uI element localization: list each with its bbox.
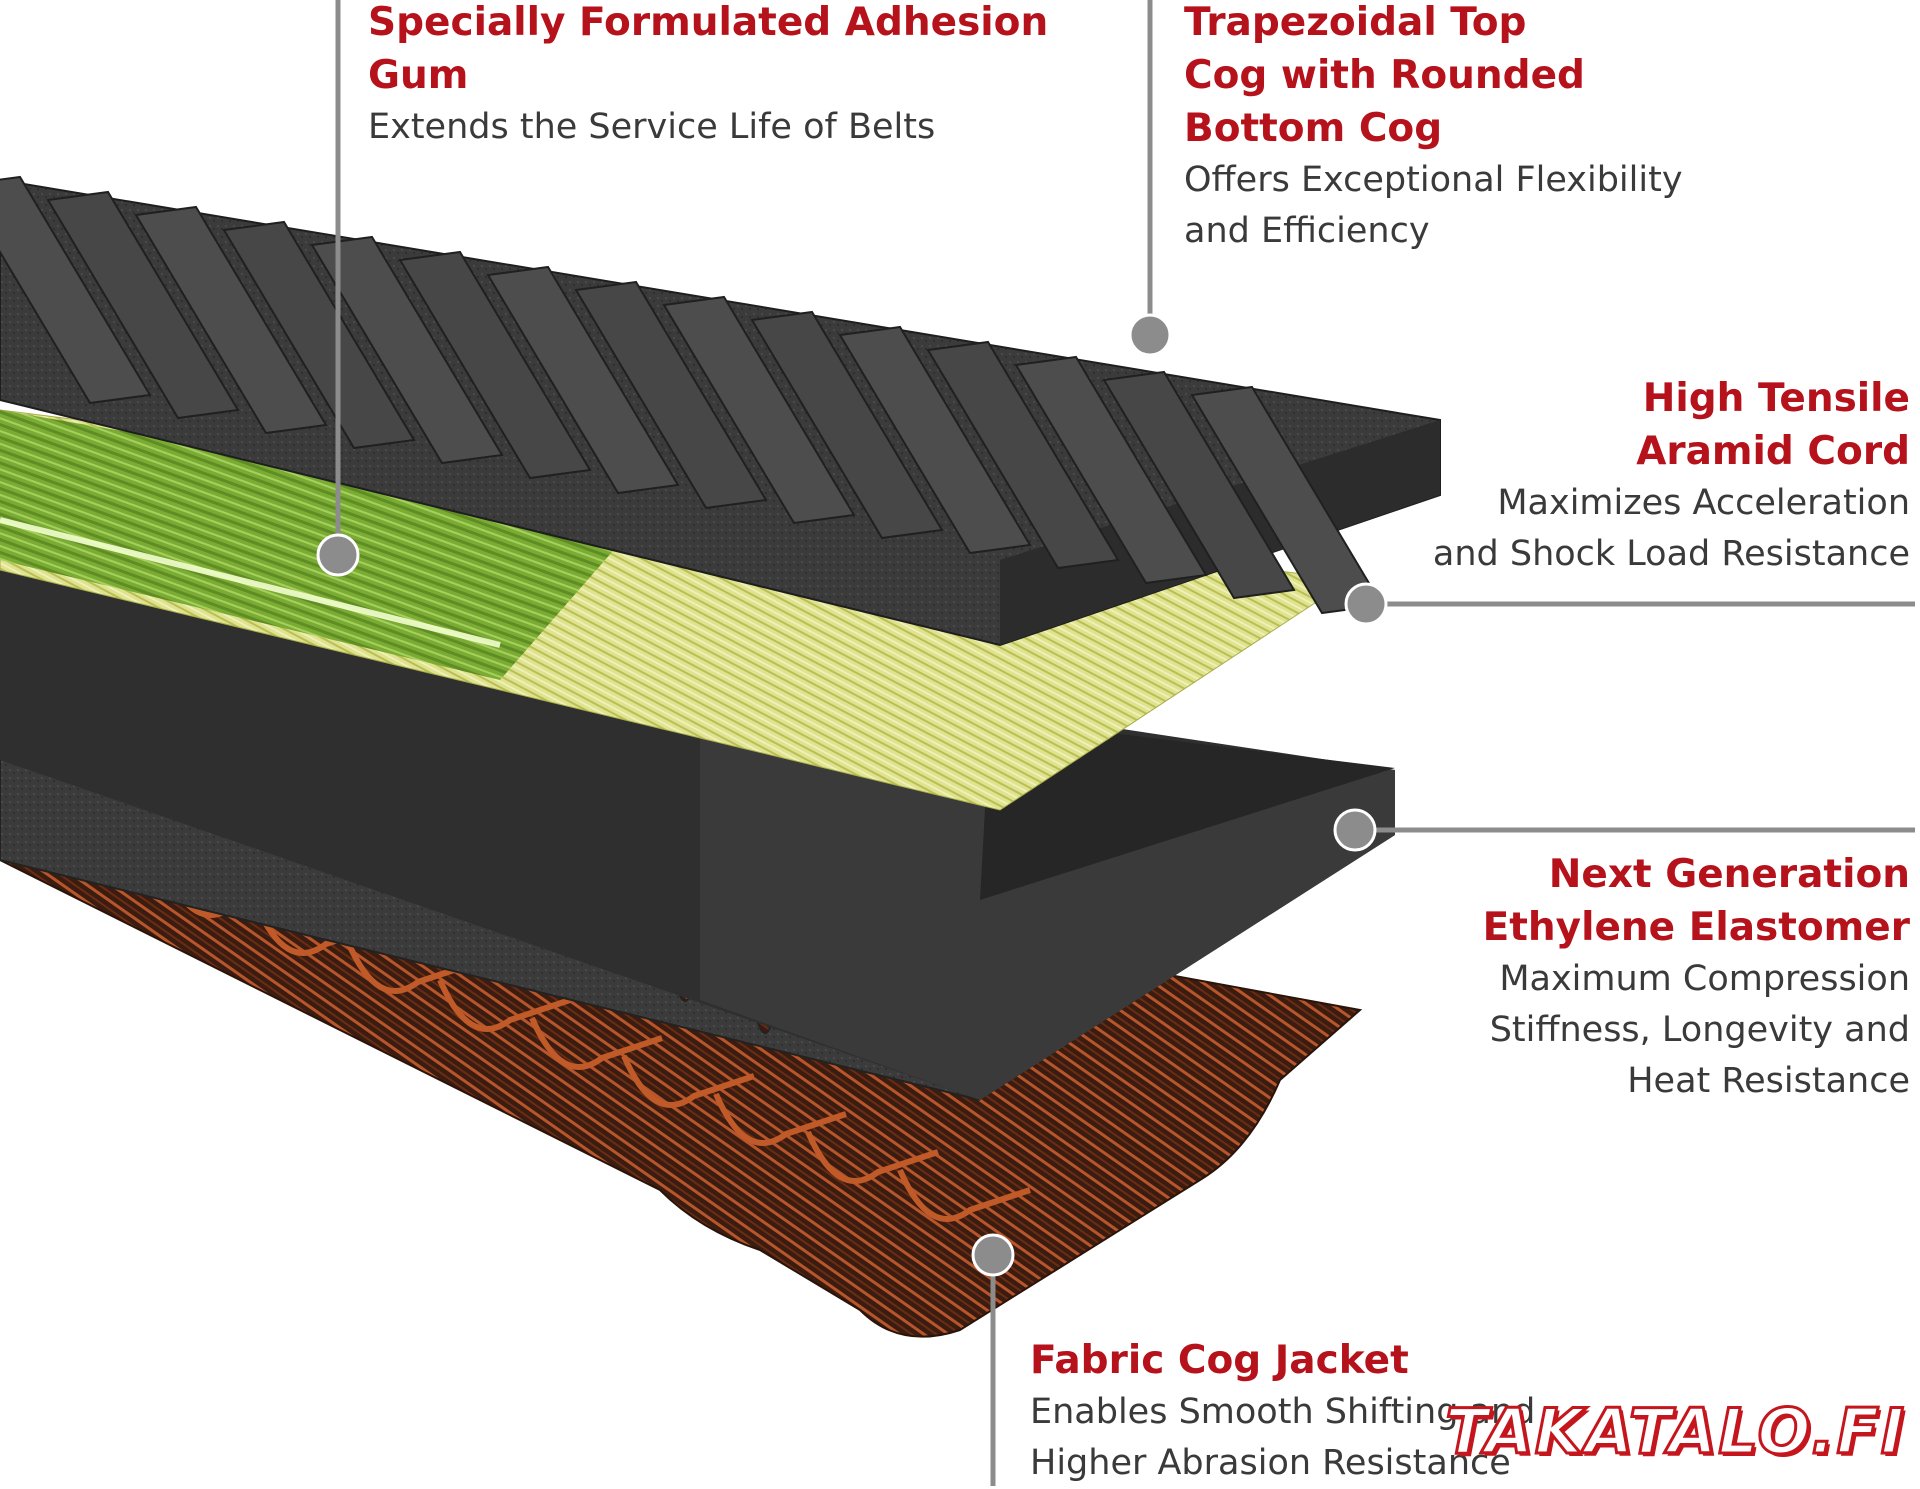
top-cog-rib (398, 250, 592, 480)
callout-elastomer-desc-3: Heat Resistance (1627, 1061, 1910, 1101)
top-cog-rib (222, 220, 416, 450)
callout-cog-title-2: Cog with Rounded (1184, 53, 1585, 98)
callout-jacket-desc-1: Enables Smooth Shifting and (1030, 1392, 1536, 1432)
leader-dot-jacket (971, 1233, 1015, 1277)
top-cog-rib (0, 175, 152, 405)
top-cog-rib (134, 205, 328, 435)
top-cog-layer (0, 175, 1441, 647)
fabric-rib (437, 978, 571, 1032)
callout-cog-desc-2: and Efficiency (1184, 211, 1430, 251)
callout-cog: Trapezoidal Top Cog with Rounded Bottom … (1184, 0, 1683, 257)
callout-aramid: High Tensile Aramid Cord Maximizes Accel… (1433, 372, 1910, 580)
fabric-rib (529, 1016, 663, 1070)
callout-adhesion-title-2: Gum (368, 53, 469, 98)
top-cog-rib (750, 310, 944, 540)
leader-dot-adhesion (316, 533, 360, 577)
callout-aramid-desc-1: Maximizes Acceleration (1497, 483, 1910, 523)
watermark-logo: TAKATALO.FI (1444, 1394, 1906, 1470)
top-cog-rib (574, 280, 768, 510)
top-cog-rib (310, 235, 504, 465)
leader-dots (316, 313, 1388, 1277)
leader-dot-cog (1128, 313, 1172, 357)
callout-aramid-desc-2: and Shock Load Resistance (1432, 534, 1910, 574)
callout-elastomer-desc-1: Maximum Compression (1499, 959, 1910, 999)
fabric-rib (897, 1168, 1031, 1222)
fabric-rib (805, 1130, 939, 1184)
top-cog-rib (1014, 355, 1208, 585)
callout-jacket-desc-2: Higher Abrasion Resistance (1030, 1443, 1511, 1483)
fabric-rib (621, 1054, 755, 1108)
callout-cog-title-3: Bottom Cog (1184, 106, 1443, 151)
top-cog-rib (46, 190, 240, 420)
elastomer-cog-layer (0, 559, 1395, 1101)
callout-elastomer-title-2: Ethylene Elastomer (1482, 905, 1910, 950)
callout-elastomer: Next Generation Ethylene Elastomer Maxim… (1483, 848, 1910, 1107)
top-cog-rib (486, 265, 680, 495)
callout-adhesion-title-1: Specially Formulated Adhesion (368, 0, 1049, 45)
fabric-rib (713, 1092, 847, 1146)
top-cog-rib (662, 295, 856, 525)
callout-cog-desc-1: Offers Exceptional Flexibility (1184, 160, 1683, 200)
leader-lines (335, 0, 1915, 1486)
top-cog-rib (926, 340, 1120, 570)
callout-aramid-title-2: Aramid Cord (1636, 429, 1910, 474)
callout-jacket-title-1: Fabric Cog Jacket (1030, 1338, 1409, 1383)
callout-adhesion-gum: Specially Formulated Adhesion Gum Extend… (368, 0, 1048, 153)
leader-dot-aramid (1344, 582, 1388, 626)
top-cog-rib (838, 325, 1032, 555)
top-cog-rib (1102, 370, 1296, 600)
callout-adhesion-desc-1: Extends the Service Life of Belts (368, 107, 936, 147)
callout-jacket: Fabric Cog Jacket Enables Smooth Shiftin… (1030, 1334, 1535, 1489)
top-cog-ribs (0, 175, 1384, 615)
callout-elastomer-title-1: Next Generation (1548, 852, 1910, 897)
callout-elastomer-desc-2: Stiffness, Longevity and (1489, 1010, 1910, 1050)
callout-aramid-title-1: High Tensile (1642, 376, 1910, 421)
leader-dot-elastomer (1333, 808, 1377, 852)
callout-cog-title-1: Trapezoidal Top (1184, 0, 1527, 45)
fabric-rib (345, 940, 479, 994)
